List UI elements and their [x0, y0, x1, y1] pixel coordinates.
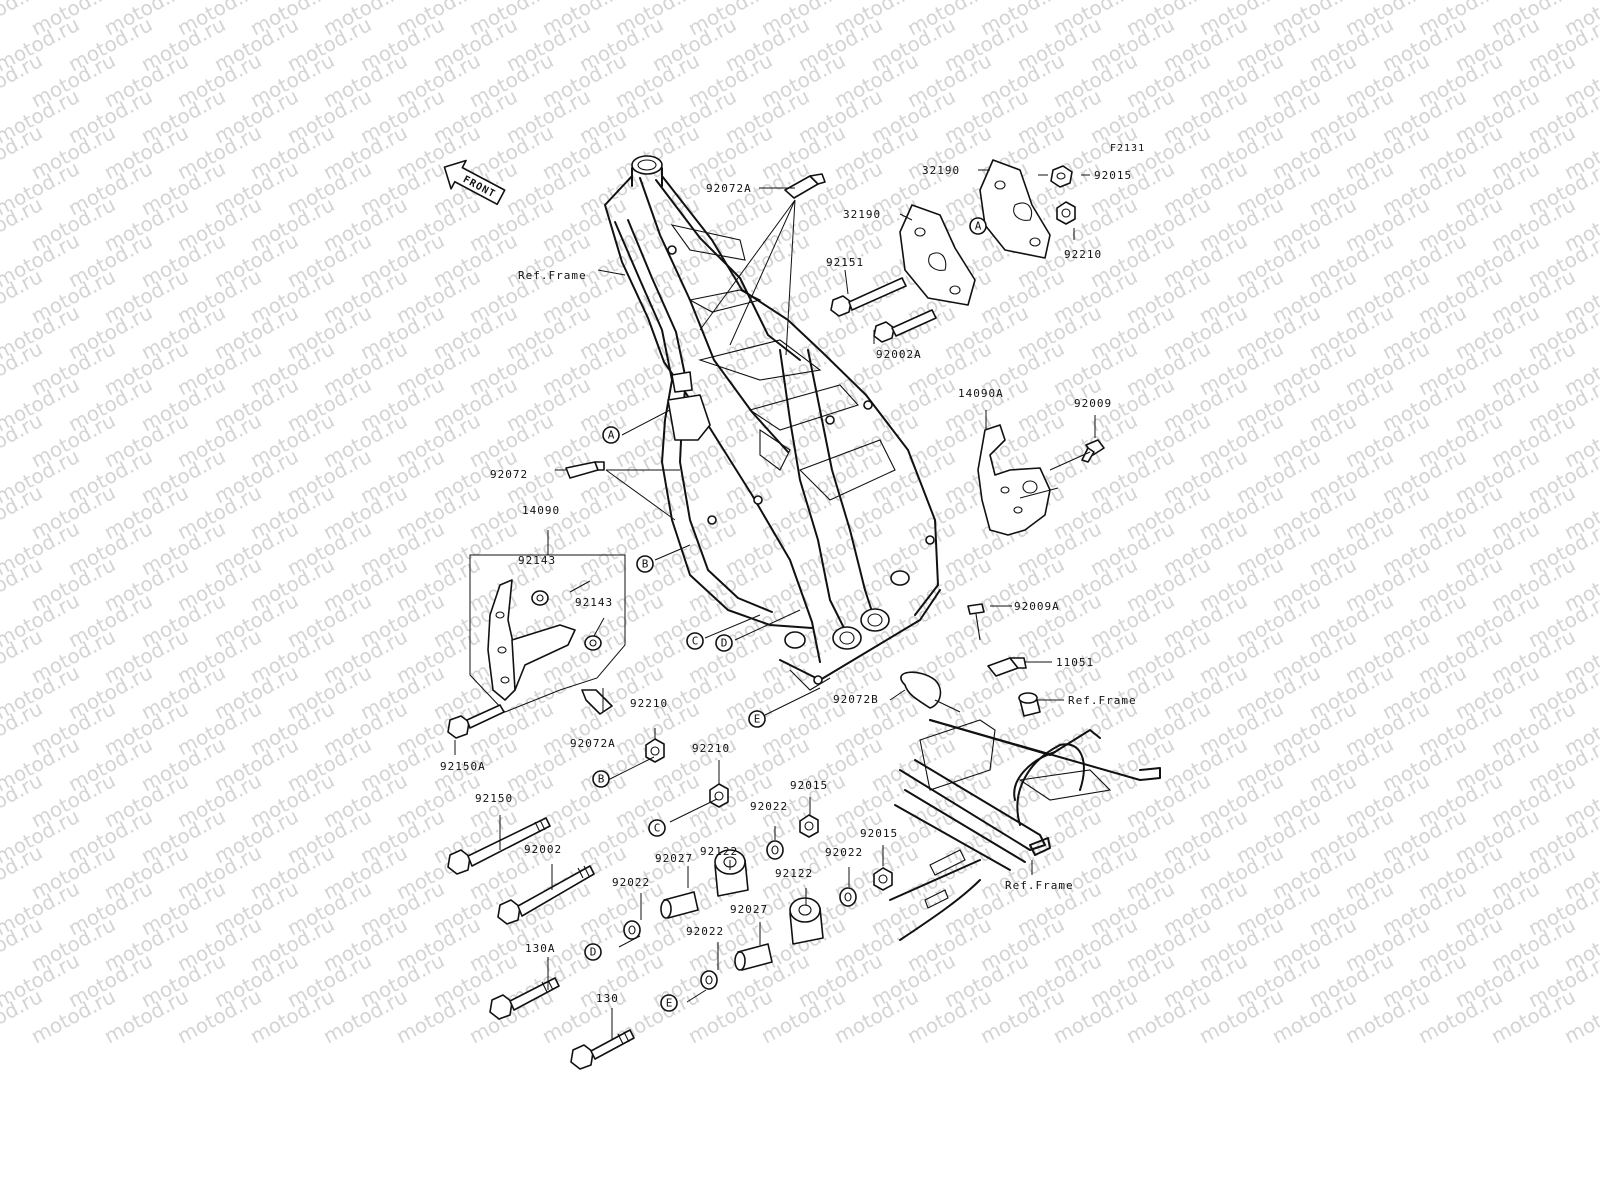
callout-b-frame: B	[636, 555, 654, 573]
ref-frame-right: Ref.Frame	[1068, 694, 1137, 707]
callout-a-frame: A	[602, 426, 620, 444]
part-label-92009a: 92009A	[1014, 600, 1060, 613]
part-label-92027-b: 92027	[730, 903, 768, 916]
part-label-92022-b: 92022	[825, 846, 863, 859]
part-label-92002a: 92002A	[876, 348, 922, 361]
part-label-14090a: 14090A	[958, 387, 1004, 400]
part-label-130: 130	[596, 992, 619, 1005]
part-label-92002: 92002	[524, 843, 562, 856]
part-label-92151: 92151	[826, 256, 864, 269]
watermark-layer: motod.rumotod.rumotod.rumotod.rumotod.ru…	[0, 0, 1600, 1048]
part-label-92072a-low: 92072A	[570, 737, 616, 750]
svg-text:C: C	[692, 635, 699, 648]
part-label-92009: 92009	[1074, 397, 1112, 410]
part-label-92210-c: 92210	[692, 742, 730, 755]
part-label-92027-a: 92027	[655, 852, 693, 865]
ref-frame-top: Ref.Frame	[518, 269, 587, 282]
ref-frame-bottom: Ref.Frame	[1005, 879, 1074, 892]
part-label-32190-a: 32190	[922, 164, 960, 177]
part-label-92015-c: 92015	[860, 827, 898, 840]
callout-d-frame: D	[715, 634, 733, 652]
rear-subframe	[889, 603, 1161, 941]
part-label-130a: 130A	[525, 942, 556, 955]
part-label-92150: 92150	[475, 792, 513, 805]
callout-c-frame: C	[686, 632, 704, 650]
callout-a-top: A	[969, 217, 987, 235]
lower-mount-hardware	[447, 738, 893, 1070]
callout-b-bolt: B	[592, 770, 610, 788]
engine-mount-bracket-group	[784, 159, 1076, 343]
svg-text:E: E	[754, 713, 761, 726]
part-label-92022-a: 92022	[750, 800, 788, 813]
part-label-92072a-top: 92072A	[706, 182, 752, 195]
part-label-92015-top: 92015	[1094, 169, 1132, 182]
callout-letters: A A B C D E B C D E	[584, 217, 987, 1012]
part-label-92072: 92072	[490, 468, 528, 481]
svg-text:D: D	[590, 946, 597, 959]
part-label-92122-b: 92122	[775, 867, 813, 880]
part-label-92122-a: 92122	[700, 845, 738, 858]
svg-text:E: E	[666, 997, 673, 1010]
part-label-92022-c: 92022	[612, 876, 650, 889]
leader-lines	[454, 169, 1096, 1040]
callout-e-bolt: E	[660, 994, 678, 1012]
svg-text:B: B	[642, 558, 649, 571]
part-label-92143-b: 92143	[575, 596, 613, 609]
part-label-92210-top: 92210	[1064, 248, 1102, 261]
svg-text:A: A	[975, 220, 982, 233]
svg-text:B: B	[598, 773, 605, 786]
part-label-92015-b: 92015	[790, 779, 828, 792]
callout-e-frame: E	[748, 710, 766, 728]
part-label-92210-b: 92210	[630, 697, 668, 710]
part-label-92150a: 92150A	[440, 760, 486, 773]
callout-d-bolt: D	[584, 943, 602, 961]
main-frame	[604, 155, 941, 691]
callout-c-bolt: C	[648, 819, 666, 837]
part-label-11051: 11051	[1056, 656, 1094, 669]
part-label-92022-d: 92022	[686, 925, 724, 938]
frame-cover-left-group	[447, 461, 626, 739]
figure-code: F2131	[1110, 143, 1145, 154]
part-labels: 92072A 32190 92015 32190 92210 92151 920…	[440, 164, 1137, 1005]
part-label-32190-b: 32190	[843, 208, 881, 221]
part-label-92143-a: 92143	[518, 554, 556, 567]
part-label-14090: 14090	[522, 504, 560, 517]
part-label-92072b: 92072B	[833, 693, 879, 706]
svg-text:C: C	[654, 822, 661, 835]
svg-text:A: A	[608, 429, 615, 442]
svg-text:D: D	[721, 637, 728, 650]
